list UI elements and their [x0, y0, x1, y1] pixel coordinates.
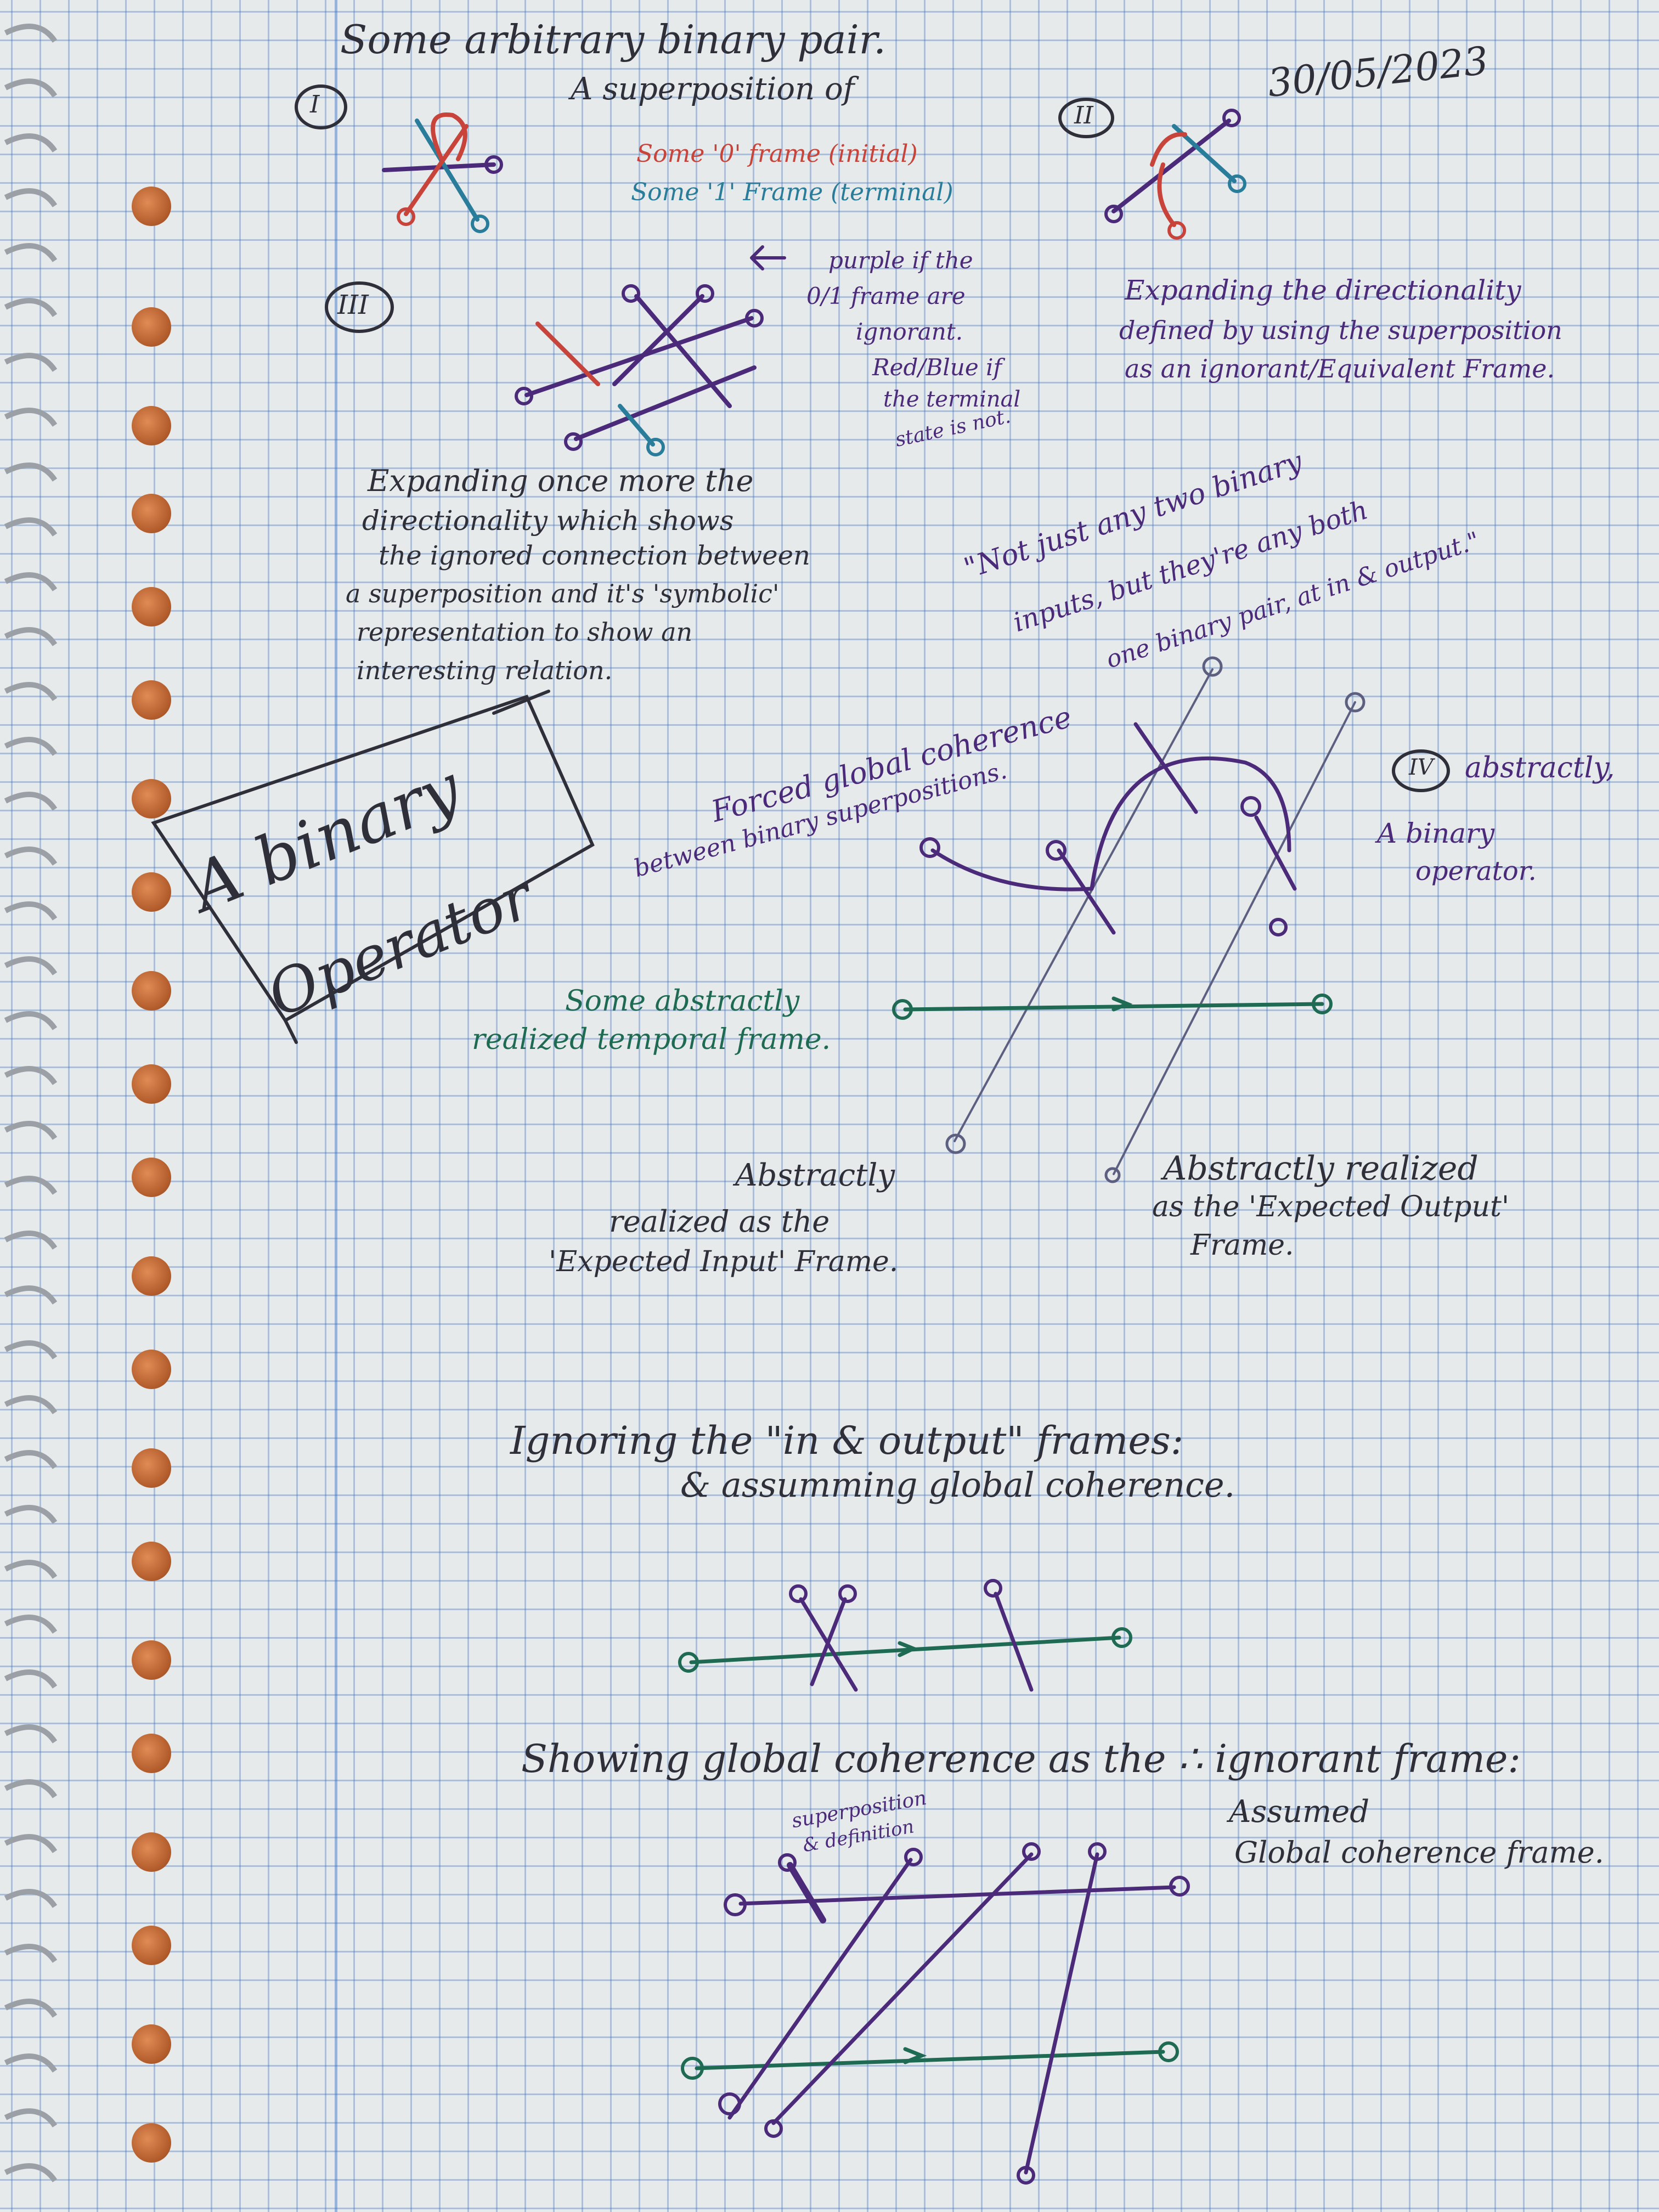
note-IV-3: operator.: [1415, 856, 1537, 887]
binder-hole: [132, 1926, 171, 1965]
expanding-5: representation to show an: [357, 617, 693, 647]
binder-hole: [132, 587, 171, 627]
binder-hole: [132, 494, 171, 533]
expanding-2: directionality which shows: [362, 505, 734, 537]
binder-hole: [132, 1064, 171, 1104]
binder-hole: [132, 307, 171, 347]
diagram-II: [1058, 98, 1246, 240]
input-frame-1: Abstractly: [735, 1158, 895, 1193]
label-III: III: [337, 290, 369, 320]
note-IV-2: A binary: [1377, 817, 1495, 849]
legend-blue: Some '1' Frame (terminal): [631, 178, 953, 206]
output-frame-3: Frame.: [1190, 1229, 1294, 1262]
binder-hole: [132, 1542, 171, 1581]
binder-hole: [132, 680, 171, 720]
binder-hole: [132, 1158, 171, 1197]
binary-operator-box: [151, 690, 595, 1044]
expanding-6: interesting relation.: [357, 656, 613, 685]
note-III-1: purple if the: [828, 247, 973, 274]
binder-hole: [132, 1350, 171, 1389]
note-IV-1: abstractly,: [1465, 752, 1615, 785]
expanding-3: the ignored connection between: [379, 540, 810, 571]
spiral-binding: [4, 24, 58, 2182]
heading: Some arbitrary binary pair.: [340, 16, 886, 63]
ignoring-1: Ignoring the "in & output" frames:: [510, 1418, 1184, 1463]
note-III-3: ignorant.: [856, 318, 963, 345]
note-II-2: defined by using the superposition: [1119, 315, 1562, 345]
ignoring-2: & assumming global coherence.: [680, 1465, 1235, 1505]
binder-hole: [132, 406, 171, 445]
output-frame-2: as the 'Expected Output': [1152, 1190, 1510, 1223]
expanding-1: Expanding once more the: [368, 464, 754, 498]
note-III-5: the terminal: [883, 387, 1021, 412]
assumed-1: Assumed: [1229, 1794, 1370, 1830]
binder-hole: [132, 2024, 171, 2064]
output-frame-1: Abstractly realized: [1163, 1149, 1479, 1188]
note-II-3: as an ignorant/Equivalent Frame.: [1125, 354, 1555, 383]
binder-hole: [132, 2123, 171, 2163]
diagram-ignoring: [678, 1579, 1132, 1692]
diagram-III: [325, 245, 786, 456]
label-II: II: [1074, 101, 1093, 129]
note-III-4: Red/Blue if: [872, 354, 1002, 381]
binder-hole: [132, 1734, 171, 1773]
binder-hole: [132, 971, 171, 1011]
input-frame-3: 'Expected Input' Frame.: [549, 1245, 899, 1278]
binder-hole: [132, 779, 171, 819]
input-frame-2: realized as the: [609, 1204, 830, 1239]
binder-hole: [132, 1448, 171, 1488]
binder-hole: [132, 1256, 171, 1296]
diagram-I: [295, 84, 503, 233]
label-IV: IV: [1409, 755, 1434, 780]
temporal-2: realized temporal frame.: [472, 1023, 831, 1056]
binder-hole: [132, 1832, 171, 1872]
note-III-2: 0/1 frame are: [806, 283, 966, 309]
assumed-2: Global coherence frame.: [1234, 1835, 1604, 1870]
label-I: I: [310, 91, 320, 119]
binder-hole: [132, 187, 171, 226]
note-II-1: Expanding the directionality: [1125, 274, 1521, 306]
binder-hole: [132, 872, 171, 912]
binder-hole: [132, 1640, 171, 1680]
diagram-IV: [892, 656, 1450, 1183]
temporal-1: Some abstractly: [565, 985, 800, 1018]
superposition-heading: A superposition of: [571, 71, 855, 107]
showing-1: Showing global coherence as the ∴ ignora…: [521, 1736, 1521, 1781]
diagram-showing: [681, 1842, 1190, 2185]
legend-red: Some '0' frame (initial): [636, 140, 918, 168]
expanding-4: a superposition and it's 'symbolic': [346, 579, 780, 608]
margin-line: [335, 0, 337, 2212]
